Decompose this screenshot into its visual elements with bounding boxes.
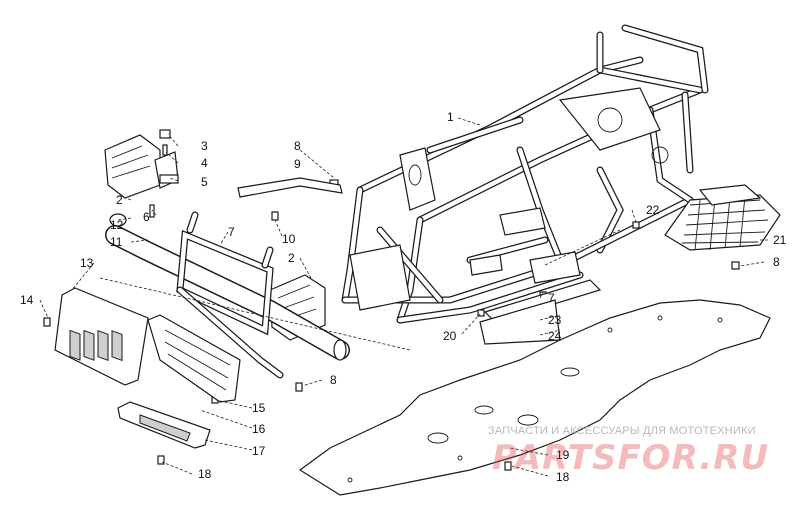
callout-8-footrest: 8 — [773, 255, 780, 269]
callout-labels: 1 2 2 3 4 5 6 7 7 8 8 8 9 10 11 12 13 14… — [20, 110, 787, 484]
lower-shields — [479, 279, 602, 345]
callout-7-bumper: 7 — [228, 225, 235, 239]
callout-9: 9 — [294, 157, 301, 171]
callout-2-right: 2 — [288, 251, 295, 265]
fasteners — [43, 129, 740, 471]
callout-12: 12 — [110, 218, 124, 232]
callout-8-bumper: 8 — [330, 373, 337, 387]
callout-8-seat: 8 — [294, 139, 301, 153]
callout-18-front: 18 — [198, 467, 212, 481]
main-frame — [341, 24, 709, 324]
callout-14: 14 — [20, 293, 34, 307]
seat-support-bracket — [237, 177, 343, 198]
callout-5: 5 — [201, 175, 208, 189]
callout-7-frame: 7 — [548, 291, 555, 305]
skid-bracket — [117, 401, 211, 449]
front-bumper-tube — [105, 225, 350, 361]
callout-22: 22 — [646, 203, 660, 217]
callout-19: 19 — [556, 448, 570, 462]
callout-11: 11 — [110, 235, 123, 249]
callout-20: 20 — [443, 329, 457, 343]
lower-front-guard — [147, 314, 241, 403]
callout-1: 1 — [447, 110, 454, 124]
watermark-caption: ЗАПЧАСТИ И АКСЕССУАРЫ ДЛЯ МОТОТЕХНИКИ — [488, 425, 756, 437]
callout-13: 13 — [80, 256, 94, 270]
callout-4: 4 — [201, 156, 208, 170]
callout-6: 6 — [143, 210, 150, 224]
callout-3: 3 — [201, 139, 208, 153]
callout-18-skid: 18 — [556, 470, 570, 484]
callout-15: 15 — [252, 401, 266, 415]
right-footrest — [664, 184, 781, 251]
front-grille-plate — [54, 287, 149, 386]
front-bumper-frame — [176, 211, 284, 379]
callout-2-left: 2 — [116, 193, 123, 207]
callout-21: 21 — [773, 233, 787, 247]
callout-23: 23 — [548, 313, 562, 327]
callout-16: 16 — [252, 422, 266, 436]
callout-17: 17 — [252, 444, 266, 458]
callout-24: 24 — [548, 329, 562, 343]
callout-10: 10 — [282, 232, 296, 246]
leader-lines — [39, 117, 768, 477]
watermark-logo: PARTSFOR.RU — [492, 438, 770, 478]
skid-plate — [298, 299, 771, 496]
